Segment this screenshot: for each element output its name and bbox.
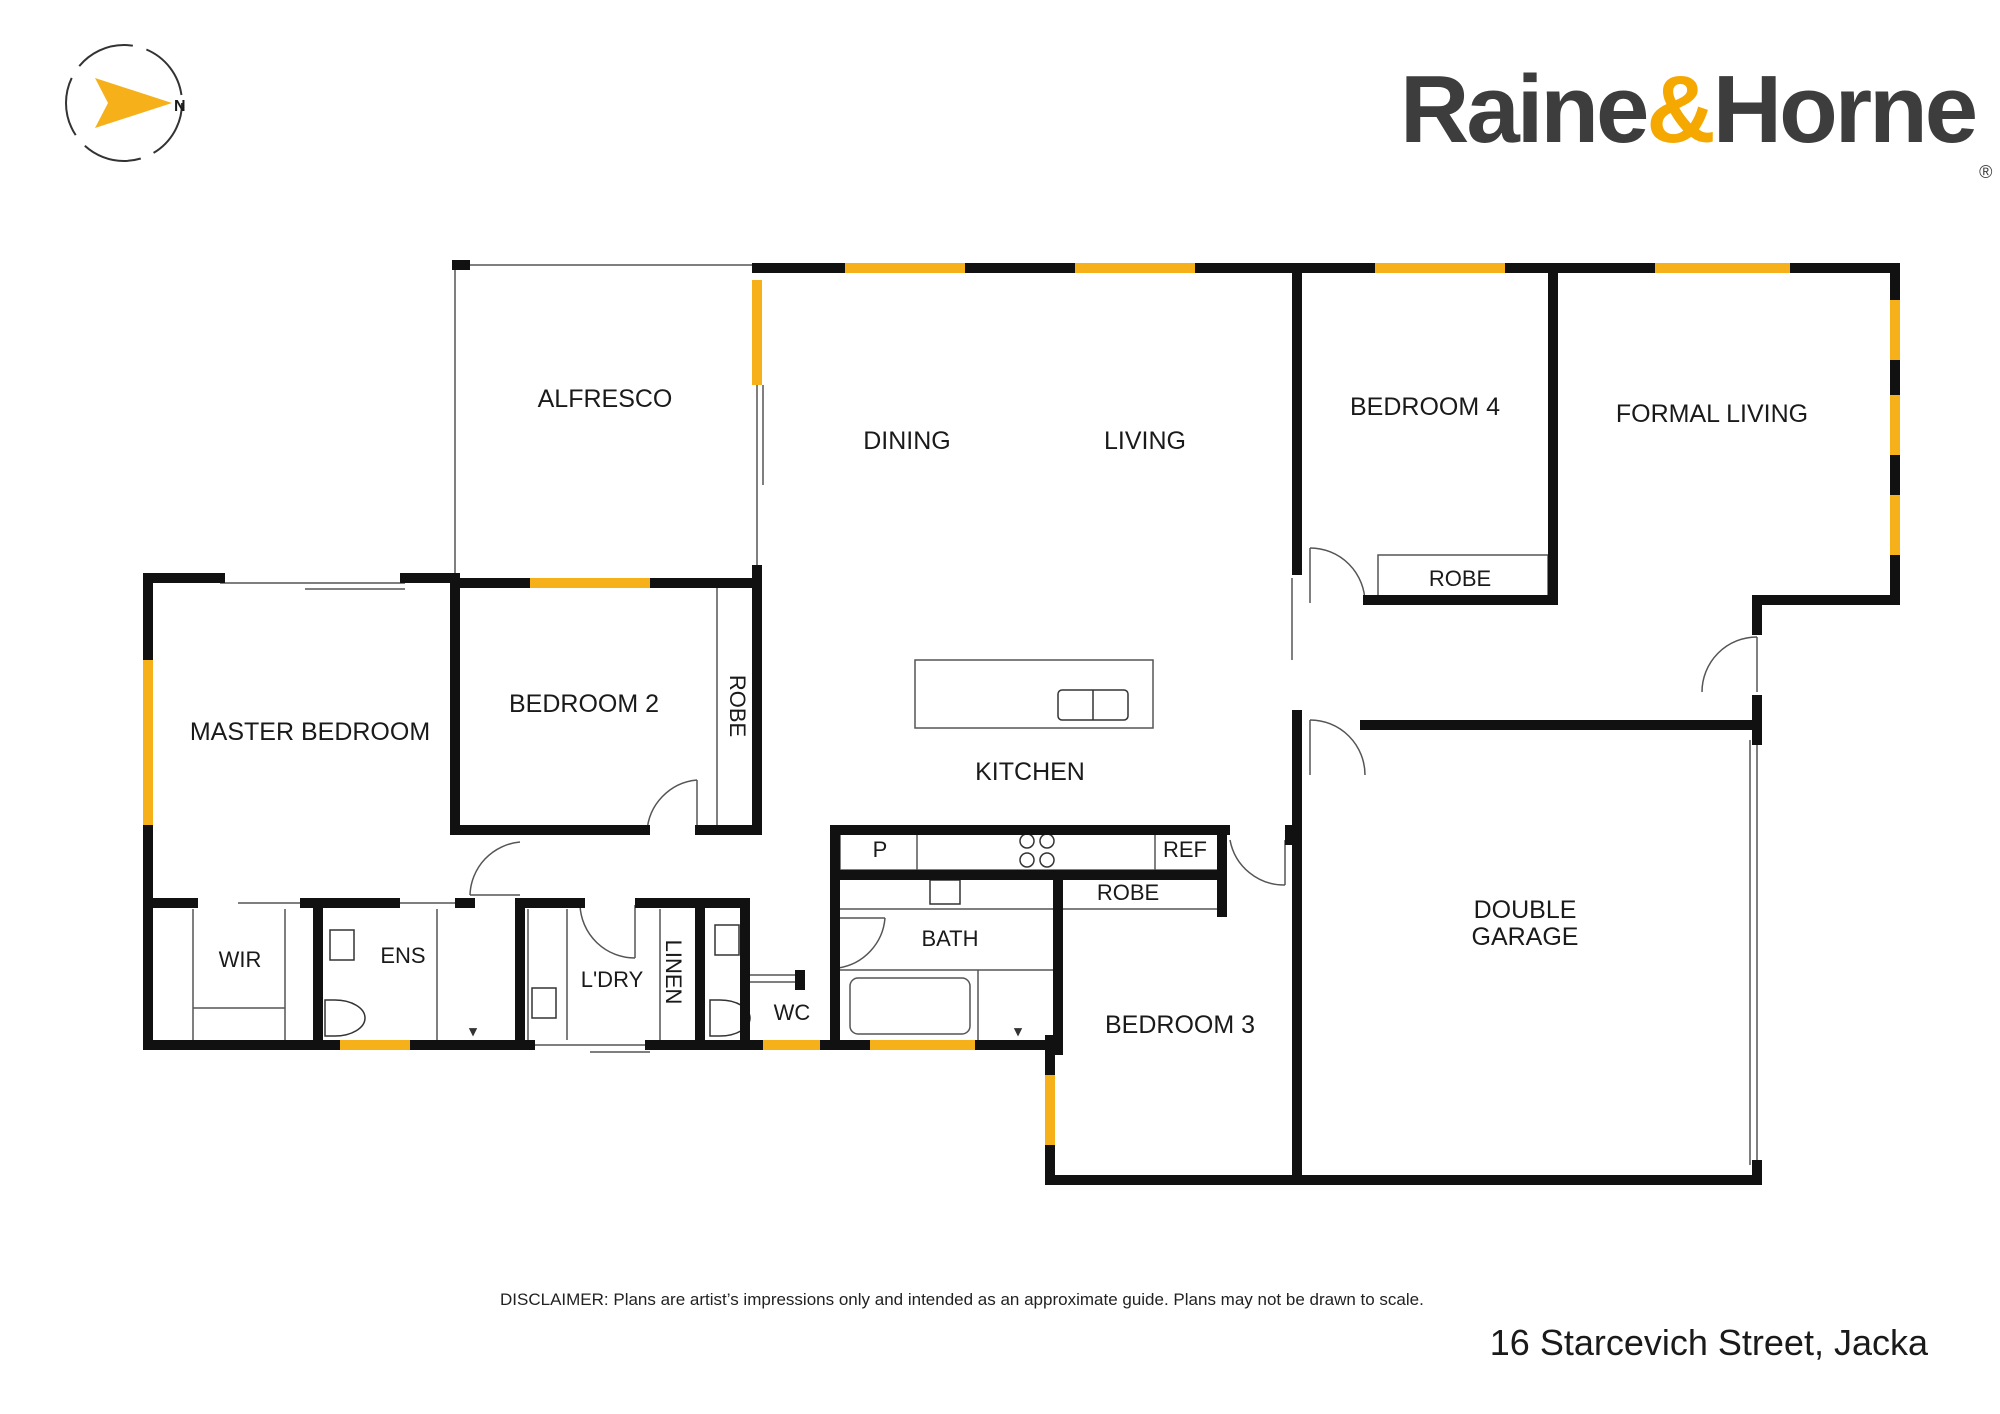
label-robe-bed3: ROBE — [1097, 880, 1159, 905]
label-ens: ENS — [380, 943, 425, 968]
label-wir: WIR — [219, 947, 262, 972]
brand-name-part1: Raine — [1400, 56, 1649, 163]
property-address: 16 Starcevich Street, Jacka — [1489, 1322, 1928, 1363]
label-double-garage-line1: DOUBLE — [1474, 896, 1577, 924]
room-labels: ALFRESCO DINING LIVING BEDROOM 4 FORMAL … — [190, 385, 1808, 1039]
disclaimer-text: DISCLAIMER: Plans are artist’s impressio… — [500, 1290, 1424, 1309]
registered-mark: ® — [1979, 162, 1993, 182]
brand-name-part2: Horne — [1712, 56, 1978, 163]
brand-logo: Raine&Horne® — [1400, 60, 1992, 183]
label-dining: DINING — [863, 427, 951, 455]
compass-north-label: N — [174, 98, 186, 115]
wc-basin-icon — [714, 924, 740, 956]
label-laundry: L'DRY — [581, 967, 644, 992]
label-bedroom-4: BEDROOM 4 — [1350, 393, 1500, 421]
label-bedroom-3: BEDROOM 3 — [1105, 1011, 1255, 1039]
bath-basin-icon — [929, 879, 961, 905]
compass-arrow-icon — [95, 78, 172, 128]
label-double-garage-line2: GARAGE — [1472, 923, 1579, 951]
ens-shower-icon: ▾ — [470, 1024, 476, 1038]
label-bedroom-2: BEDROOM 2 — [509, 690, 659, 718]
door-swings — [469, 547, 1758, 969]
label-wc: WC — [774, 1000, 811, 1025]
ens-toilet-icon — [324, 999, 366, 1037]
ens-basin-icon — [329, 929, 355, 961]
label-fridge: REF — [1163, 837, 1207, 862]
label-kitchen: KITCHEN — [975, 758, 1085, 786]
label-linen: LINEN — [661, 940, 686, 1005]
label-robe-bed2: ROBE — [725, 675, 750, 737]
label-master-bedroom: MASTER BEDROOM — [190, 718, 430, 746]
bath-shower-icon: ▾ — [1015, 1024, 1021, 1038]
compass-ring — [65, 44, 183, 162]
compass: N — [65, 44, 186, 162]
label-living: LIVING — [1104, 427, 1186, 455]
label-pantry: P — [873, 837, 888, 862]
fixtures: ▾ ▾ — [324, 689, 1129, 1039]
label-robe-bed4: ROBE — [1429, 566, 1491, 591]
label-alfresco: ALFRESCO — [538, 385, 673, 413]
thin-lines — [192, 262, 1758, 1165]
label-bath: BATH — [921, 926, 978, 951]
cooktop-icon — [1019, 833, 1055, 868]
label-formal-living: FORMAL LIVING — [1616, 400, 1808, 428]
laundry-tub-icon — [531, 987, 557, 1019]
brand-ampersand: & — [1646, 56, 1715, 163]
windows — [143, 263, 1900, 1145]
